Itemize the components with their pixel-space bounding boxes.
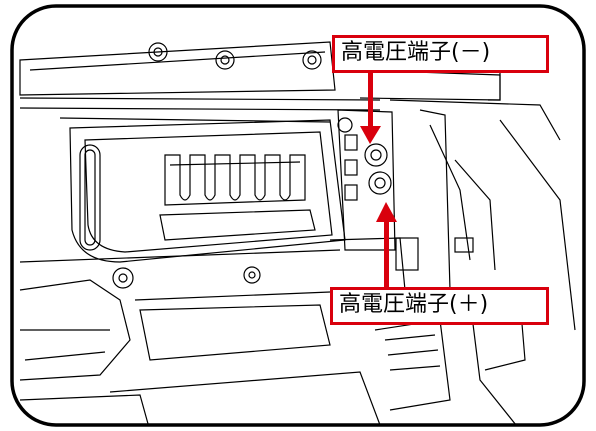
frame-border (10, 4, 586, 427)
terminal-positive (368, 171, 392, 195)
bolt-hole (307, 55, 317, 65)
lower-bolt (112, 267, 134, 289)
bolt-hole (220, 55, 230, 65)
positive-terminal-label: 高電圧端子(＋) (330, 287, 549, 325)
lower-bolt (243, 266, 261, 284)
arrow-up-icon (376, 202, 397, 288)
main-panel (69, 119, 346, 263)
terminal-negative (364, 143, 388, 167)
negative-terminal-label: 高電圧端子(－) (332, 35, 549, 73)
arrow-down-icon (360, 73, 381, 144)
right-frame (419, 109, 521, 425)
bolt-hole (153, 47, 163, 57)
connector (395, 237, 419, 271)
grooved-shape (164, 154, 306, 206)
bolt-hole (148, 42, 168, 62)
panel-slot (79, 144, 101, 251)
line-drawing (19, 41, 576, 425)
horizontal-member (19, 97, 381, 101)
bolt-hole (302, 50, 322, 70)
top-rail-inner (29, 51, 326, 71)
terminal-block (337, 109, 396, 251)
top-rail (19, 41, 336, 96)
upper-right-beam (359, 69, 501, 101)
bolt-hole (215, 50, 235, 70)
